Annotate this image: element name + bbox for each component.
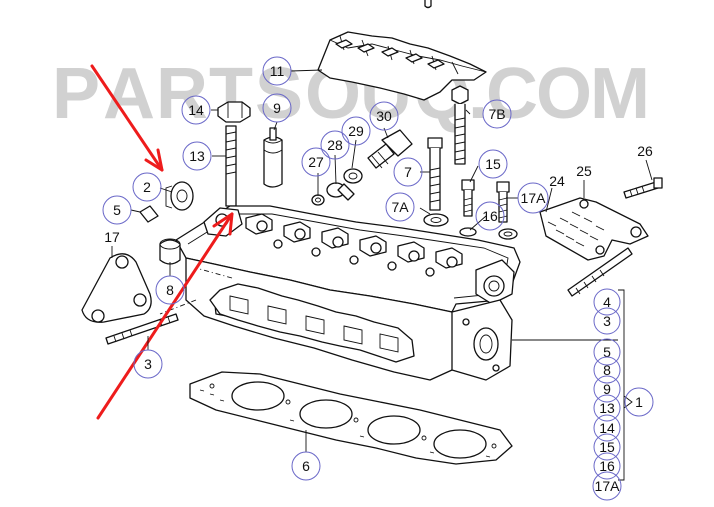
camshaft-bearing-row [245,213,463,277]
callout-6: 6 [291,451,321,481]
seal-28 [326,182,355,201]
callout-28: 28 [320,130,350,160]
callout-label: 26 [637,143,653,159]
washer-16 [459,227,518,240]
callout-label: 8 [166,282,174,298]
stud-13 [225,125,237,207]
head-gasket-6 [189,371,513,465]
kit-item: 9 [603,381,611,397]
callout-8: 8 [155,275,185,305]
cropped-glyph [424,0,432,9]
kit-item: 3 [603,313,611,329]
stud-26 [623,177,663,199]
watermark-letter: R [156,54,208,134]
callout-14: 14 [181,95,211,125]
callout-5: 5 [102,195,132,225]
kit-item: 15 [599,439,615,455]
callout-label: 17A [521,190,547,206]
callout-7: 7 [393,157,423,187]
callout-16: 16 [475,201,505,231]
callout-11: 11 [262,56,292,86]
callout-label: 28 [327,137,343,153]
callout-label: 2 [143,179,151,195]
sender-30 [367,129,413,169]
callout-17a: 17A [517,182,549,214]
callout-label: 24 [549,173,565,189]
kit-item: 14 [599,420,615,436]
callout-label: 7A [391,199,409,215]
callout-1: 1 [624,387,654,417]
callout-label: 5 [113,202,121,218]
plug-8 [159,238,181,265]
callout-2: 2 [132,172,162,202]
washer-27 [311,194,325,206]
callout-7a: 7A [385,192,415,222]
callout-label: 30 [376,108,392,124]
watermark-letter: O [536,54,592,134]
kit-item: 8 [603,362,611,378]
long-bolt-7b [451,85,469,165]
long-stud-right [567,247,633,297]
bolt-15 [461,179,475,217]
pin-5 [139,205,159,223]
red-arrow-top [90,64,164,172]
callout-9: 9 [262,93,292,123]
callout-label: 17 [104,229,120,245]
callout-29: 29 [341,116,371,146]
callout-label: 6 [302,458,310,474]
callout-30: 30 [369,101,399,131]
red-arrow-bottom [96,212,234,420]
kit-list: 4 3 5 8 9 13 14 15 16 17A [592,288,622,501]
callout-24: 24 [549,173,565,189]
callout-26: 26 [637,143,653,159]
bolt-7 [427,137,443,211]
callout-label: 27 [308,154,324,170]
callout-label: 15 [485,156,501,172]
callout-label: 16 [482,208,498,224]
lifting-bracket-25 [539,197,649,261]
kit-item: 16 [599,458,615,474]
callout-label: 7 [404,164,412,180]
washer-7a [423,213,449,227]
callout-label: 13 [189,148,205,164]
watermark-letter: C [486,54,538,134]
nut-14 [217,101,251,123]
callout-label: 7B [488,106,505,122]
callout-label: 1 [635,394,643,410]
callout-25: 25 [576,163,592,179]
callout-label: 29 [348,123,364,139]
seal-29 [343,168,363,184]
lifting-eye-17 [81,253,152,323]
callout-label: 25 [576,163,592,179]
manifold-gasket [159,267,415,363]
kit-item: 13 [599,400,615,416]
callout-3: 3 [133,349,163,379]
kit-item: 5 [603,344,611,360]
callout-label: 11 [270,63,285,79]
seal-2 [165,181,194,211]
bolt-17a [496,181,510,223]
callout-label: 3 [144,356,152,372]
callout-27: 27 [301,147,331,177]
camshaft-cover-strip [317,31,487,101]
watermark-letter: M [590,54,650,134]
callout-13: 13 [182,141,212,171]
hydraulic-lifter-9 [263,127,283,188]
callout-17: 17 [104,229,120,245]
callout-15: 15 [478,149,508,179]
callout-7b: 7B [482,99,512,129]
kit-item: 4 [603,294,611,310]
kit-item: 17A [595,478,621,494]
callout-label: 9 [273,100,281,116]
callout-label: 14 [188,102,204,118]
